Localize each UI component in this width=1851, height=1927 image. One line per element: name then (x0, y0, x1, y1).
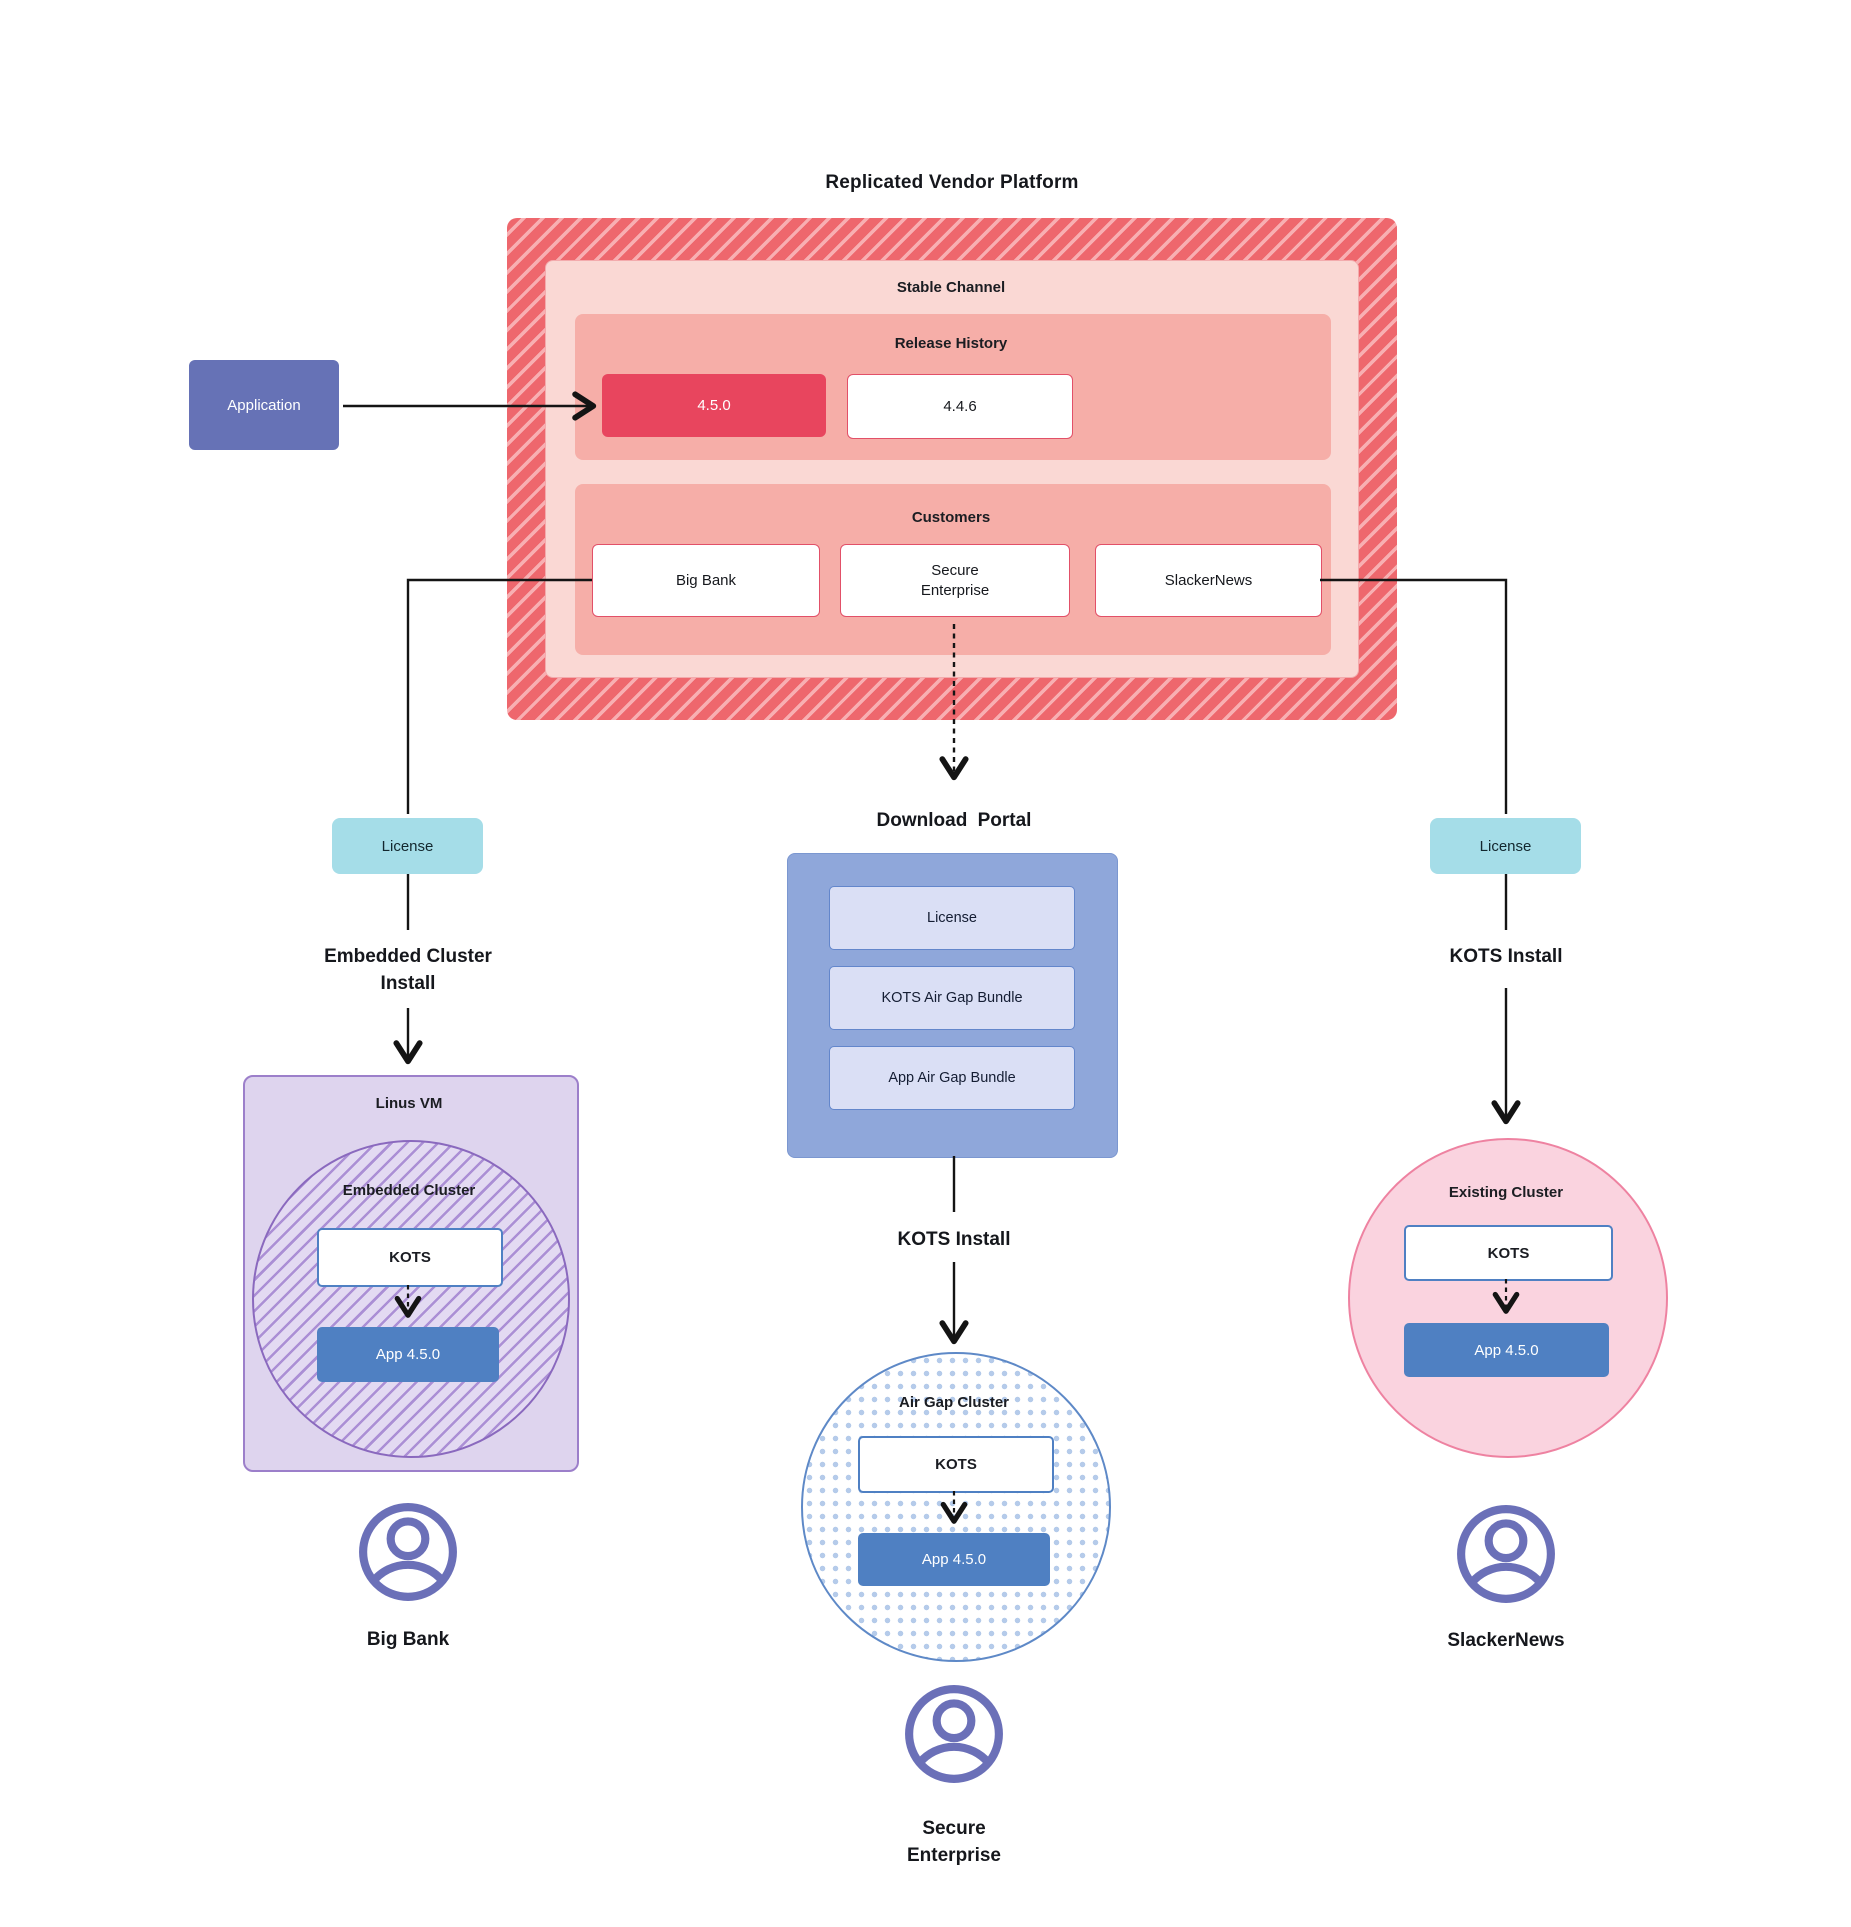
download-portal-label: Download Portal (876, 809, 1032, 831)
stable-channel-label: Stable Channel (896, 278, 1006, 296)
right-license-box[interactable]: License (1430, 818, 1581, 874)
left-app-box[interactable]: App 4.5.0 (317, 1327, 499, 1382)
existing-cluster-label: Existing Cluster (1448, 1183, 1564, 1201)
portal-item-kots-bundle[interactable]: KOTS Air Gap Bundle (829, 966, 1075, 1030)
right-customer-label: SlackerNews (1447, 1629, 1565, 1651)
portal-item-license[interactable]: License (829, 886, 1075, 950)
customers-label: Customers (911, 508, 991, 526)
embedded-cluster-label: Embedded Cluster (342, 1181, 476, 1199)
release-version-previous[interactable]: 4.4.6 (847, 374, 1073, 439)
middle-kots-box[interactable]: KOTS (858, 1436, 1054, 1493)
big-bank-user-icon (359, 1503, 457, 1601)
right-app-box[interactable]: App 4.5.0 (1404, 1323, 1609, 1377)
linus-vm-label: Linus VM (375, 1094, 443, 1112)
middle-app-box[interactable]: App 4.5.0 (858, 1533, 1050, 1586)
portal-item-app-bundle[interactable]: App Air Gap Bundle (829, 1046, 1075, 1110)
left-install-label: Embedded Cluster Install (324, 946, 492, 994)
right-install-label: KOTS Install (1449, 945, 1563, 967)
middle-install-label: KOTS Install (897, 1228, 1011, 1250)
slackernews-user-icon (1457, 1505, 1555, 1603)
left-customer-label: Big Bank (366, 1628, 450, 1650)
customer-box-secure-enterprise-label: Secure Enterprise (920, 562, 990, 599)
release-history-label: Release History (894, 334, 1008, 352)
left-license-box[interactable]: License (332, 818, 483, 874)
right-kots-box[interactable]: KOTS (1404, 1225, 1613, 1281)
customer-box-big-bank[interactable]: Big Bank (592, 544, 820, 617)
application-box[interactable]: Application (189, 360, 339, 450)
diagram-title: Replicated Vendor Platform (825, 172, 1079, 193)
middle-customer-label: Secure Enterprise (907, 1818, 1001, 1866)
secure-enterprise-user-icon (905, 1685, 1003, 1783)
customer-box-slackernews[interactable]: SlackerNews (1095, 544, 1322, 617)
left-kots-box[interactable]: KOTS (317, 1228, 503, 1287)
release-version-current[interactable]: 4.5.0 (602, 374, 826, 437)
customer-box-secure-enterprise[interactable]: Secure Enterprise (840, 544, 1070, 617)
air-gap-cluster-label: Air Gap Cluster (898, 1393, 1010, 1411)
